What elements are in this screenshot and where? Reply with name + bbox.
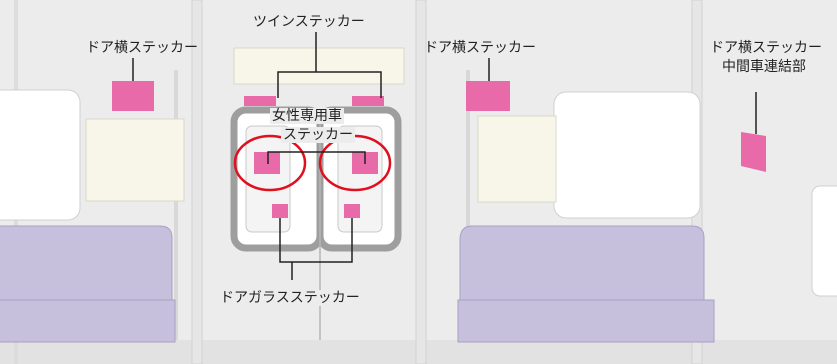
label-twin-sticker: ツインステッカー <box>253 14 365 30</box>
panel-right <box>477 115 557 203</box>
label-women-line2: ステッカー <box>281 127 355 143</box>
sticker-door-side-right <box>466 81 510 111</box>
leader-lines <box>132 32 757 280</box>
sticker-door-glass-left <box>272 204 288 218</box>
window-far-right <box>811 185 837 297</box>
label-door-side-left: ドア横ステッカー <box>86 40 198 56</box>
leader-twin-bar <box>277 71 382 98</box>
sticker-gangway <box>741 132 766 172</box>
window-left <box>0 89 81 221</box>
panel-left <box>85 118 185 202</box>
seat-right-cushion <box>457 299 715 343</box>
panel-top-center <box>233 47 405 85</box>
sticker-women-left <box>254 152 280 174</box>
highlight-circle-left <box>233 134 307 192</box>
window-right <box>553 91 701 219</box>
grab-pole-2 <box>466 70 470 340</box>
label-door-glass: ドアガラスステッカー <box>218 290 362 306</box>
seat-left <box>0 225 173 319</box>
label-women-line1: 女性専用車 <box>270 108 344 124</box>
leader-women-bar <box>267 151 366 164</box>
pillar-1 <box>191 0 203 364</box>
label-corner-line2: 中間車連結部 <box>722 59 806 75</box>
seat-left-cushion <box>0 299 176 343</box>
label-corner-line1: ドア横ステッカー <box>710 40 822 56</box>
pillar-2 <box>415 0 427 364</box>
sticker-door-side-left <box>112 81 154 111</box>
grab-pole-1 <box>174 70 178 340</box>
highlight-circle-right <box>318 134 392 192</box>
sticker-twin-right <box>352 96 384 106</box>
sticker-twin-left <box>244 96 276 106</box>
leader-door-glass-bar <box>279 218 353 263</box>
sticker-door-glass-right <box>344 204 360 218</box>
label-door-side-right: ドア横ステッカー <box>424 40 536 56</box>
